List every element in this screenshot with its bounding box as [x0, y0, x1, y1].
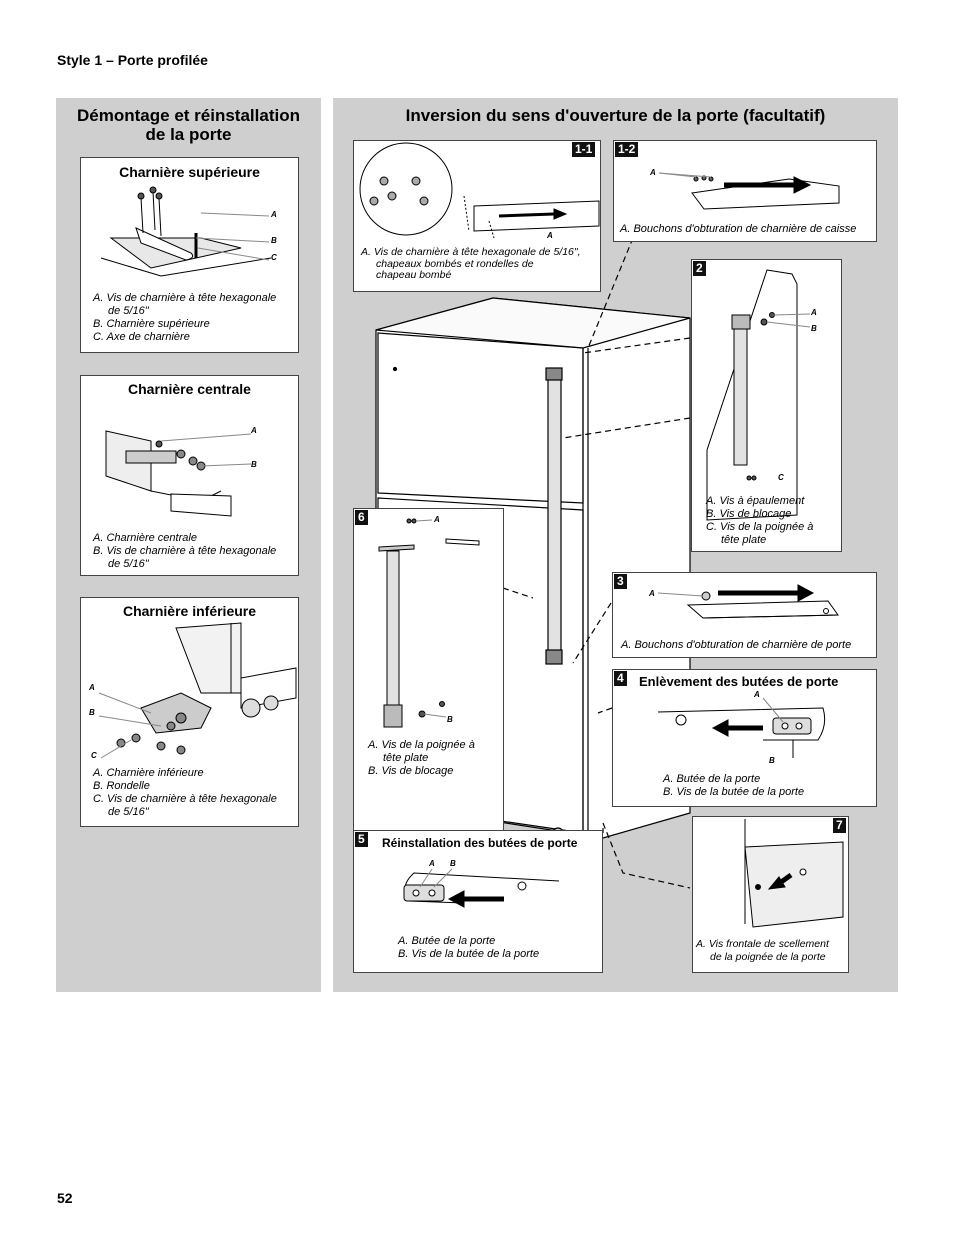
label-a: A — [271, 210, 277, 219]
step-3-figure: 3 A A. Bouchons d'obturation de charnièr… — [612, 572, 877, 658]
lower-hinge-figure: Charnière inférieure A B C — [80, 597, 299, 827]
step-6-badge: 6 — [355, 510, 368, 525]
label-c: C — [91, 751, 97, 760]
label-a: A — [547, 231, 553, 240]
section-title: Style 1 – Porte profilée — [57, 52, 208, 68]
upper-hinge-illustration — [100, 186, 272, 277]
step-3-badge: 3 — [614, 574, 627, 589]
label-b: B — [447, 715, 453, 724]
step-1-2-caption: A. Bouchons d'obturation de charnière de… — [620, 223, 857, 235]
label-b: B — [769, 756, 775, 765]
step-4-title: Enlèvement des butées de porte — [639, 674, 839, 689]
label-c: C — [271, 253, 277, 262]
step-1-1-badge: 1-1 — [572, 142, 596, 157]
step-3-illustration — [657, 584, 839, 619]
center-hinge-title: Charnière centrale — [128, 381, 251, 397]
step-4-caption: A. Butée de la porte B. Vis de la butée … — [663, 773, 805, 798]
step-6-caption: A. Vis de la poignée à tête plate B. Vis… — [368, 739, 475, 777]
label-a: A — [811, 308, 817, 317]
step-5-caption: A. Butée de la porte B. Vis de la butée … — [398, 935, 540, 960]
label-a: A — [89, 683, 95, 692]
step-1-2-illustration — [658, 172, 840, 210]
step-1-2-figure: 1-2 A A. Bouchons d'obturation de charni… — [613, 140, 877, 242]
step-6-illustration — [378, 518, 480, 728]
step-2-illustration — [706, 269, 811, 521]
lower-hinge-caption: A. Charnière inférieure B. Rondelle C. V… — [93, 767, 277, 818]
upper-hinge-figure: Charnière supérieure A B C A. Vis de — [80, 157, 299, 353]
label-a: A — [649, 589, 655, 598]
step-5-badge: 5 — [355, 832, 368, 847]
lower-hinge-title: Charnière inférieure — [122, 603, 257, 619]
step-3-caption: A. Bouchons d'obturation de charnière de… — [621, 639, 852, 651]
upper-hinge-caption: A. Vis de charnière à tête hexagonale de… — [93, 292, 277, 343]
step-1-1-illustration — [359, 142, 600, 239]
step-7-badge: 7 — [833, 818, 846, 833]
right-panel-title: Inversion du sens d'ouverture de la port… — [405, 106, 826, 125]
step-2-caption: A. Vis à épaulement B. Vis de blocage C.… — [706, 495, 814, 546]
step-7-illustration — [744, 819, 844, 928]
label-a: A — [251, 426, 257, 435]
step-2-badge: 2 — [693, 261, 706, 276]
step-6-figure: 6 A B A. Vis de la poignée à tête plate … — [353, 508, 504, 884]
label-b: B — [251, 460, 257, 469]
left-panel: Démontage et réinstallation de la porte … — [56, 98, 321, 992]
step-2-figure: 2 A B C A. Vis à épaulement B. Vis de bl… — [691, 259, 842, 552]
upper-hinge-title: Charnière supérieure — [119, 164, 260, 180]
label-a: A — [434, 515, 440, 524]
step-1-2-badge: 1-2 — [615, 142, 639, 157]
step-1-1-figure: 1-1 A A. Vis de charnière à tête hexagon… — [353, 140, 601, 292]
label-b: B — [271, 236, 277, 245]
label-b: B — [450, 859, 456, 868]
lower-hinge-illustration — [98, 622, 297, 759]
step-5-title: Réinstallation des butées de porte — [382, 836, 578, 850]
step-4-illustration — [657, 697, 826, 758]
label-a: A — [650, 168, 656, 177]
left-panel-title: Démontage et réinstallation de la porte — [77, 106, 300, 144]
label-b: B — [811, 324, 817, 333]
step-1-1-caption: A. Vis de charnière à tête hexagonale de… — [361, 246, 581, 281]
label-a: A — [429, 859, 435, 868]
center-hinge-illustration — [105, 430, 252, 517]
step-7-figure: 7 A. Vis frontale de scellement de la po… — [692, 816, 849, 973]
label-b: B — [89, 708, 95, 717]
center-hinge-caption: A. Charnière centrale B. Vis de charnièr… — [93, 532, 277, 570]
step-7-caption: A. Vis frontale de scellement de la poig… — [696, 938, 829, 963]
step-4-badge: 4 — [614, 671, 627, 686]
step-4-figure: 4 Enlèvement des butées de porte A B A. … — [612, 669, 877, 807]
label-c: C — [778, 473, 784, 482]
right-panel: Inversion du sens d'ouverture de la port… — [333, 98, 898, 992]
step-5-figure: 5 Réinstallation des butées de porte A B… — [353, 830, 603, 973]
label-a: A — [754, 690, 760, 699]
center-hinge-figure: Charnière centrale A B A. Charnière cent… — [80, 375, 299, 576]
step-5-illustration — [403, 868, 560, 908]
page-number: 52 — [57, 1190, 73, 1206]
